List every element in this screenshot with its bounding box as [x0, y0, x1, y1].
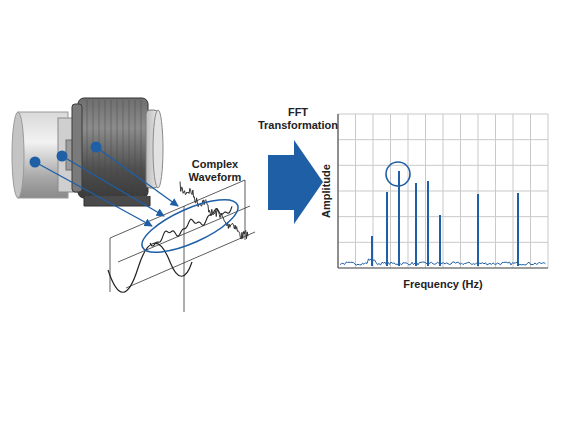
- chart-axes: [338, 114, 548, 268]
- drawing-part: [78, 98, 148, 198]
- drawing-part: [72, 104, 82, 192]
- process-label: FFT Transformation: [253, 106, 343, 131]
- axis-label: Frequency (Hz): [383, 278, 503, 291]
- peak-circle: [386, 162, 410, 186]
- grid-line: [338, 114, 339, 268]
- drawing-part: [35, 162, 152, 226]
- chart-grid: [338, 114, 548, 268]
- highlight-ellipse: [136, 189, 245, 262]
- spectrum-peak: [517, 193, 519, 266]
- drawing-part: [62, 156, 164, 216]
- grid-line: [338, 165, 548, 166]
- grid-line: [338, 191, 548, 192]
- drawing-part: [96, 147, 178, 206]
- grid-line: [338, 216, 548, 217]
- drawing-part: [153, 110, 163, 188]
- waveform-label: Complex Waveform: [180, 158, 250, 183]
- spectrum-peak: [386, 192, 388, 266]
- spectrum: [340, 171, 546, 266]
- spectrum-peak: [477, 194, 479, 266]
- drawing-part: [338, 267, 548, 268]
- drawing-part: [110, 180, 245, 238]
- fft-arrow: [268, 140, 323, 224]
- grid-line: [338, 268, 548, 269]
- composite-waveform: [150, 206, 232, 246]
- noise-floor: [340, 258, 546, 265]
- grid-line: [338, 242, 548, 243]
- drawing-part: [84, 196, 150, 206]
- grid-line: [338, 139, 548, 140]
- sine-wave: [108, 243, 192, 292]
- drawing-part: [110, 238, 111, 292]
- drawing-part: [337, 114, 338, 268]
- drawing-part: [184, 206, 185, 312]
- grid-line: [338, 114, 548, 115]
- spectrum-peak: [427, 181, 429, 266]
- spectrum-peak: [415, 183, 417, 266]
- signal-arrows: [35, 147, 178, 226]
- drawing-part: [84, 100, 144, 196]
- waveform-planes: [110, 180, 255, 312]
- axis-label: Amplitude: [320, 151, 333, 231]
- drawing-part: [12, 112, 24, 198]
- spectrum-peak: [439, 215, 441, 266]
- motor-illustration: [12, 98, 163, 206]
- drawing-part: [126, 232, 255, 288]
- spectrum-peak: [371, 236, 373, 266]
- complex-waveform: [150, 182, 248, 246]
